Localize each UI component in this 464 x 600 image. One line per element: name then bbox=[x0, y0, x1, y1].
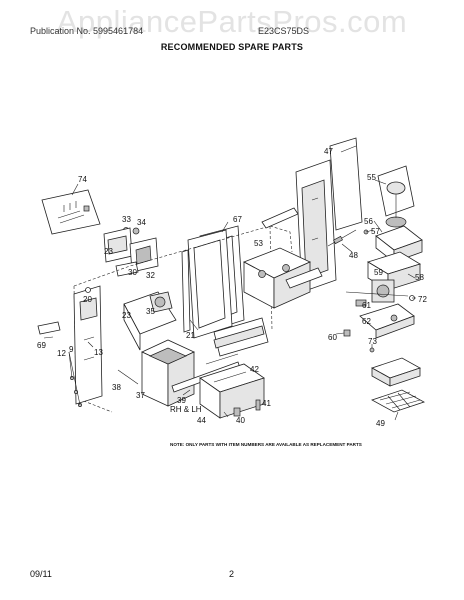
part-61-dispenser-lever[interactable] bbox=[345, 291, 415, 307]
callout-53: 53 bbox=[254, 239, 263, 248]
callout-34: 34 bbox=[137, 218, 146, 227]
part-23-blower-housing[interactable] bbox=[123, 291, 177, 351]
part-34-screw[interactable] bbox=[132, 227, 140, 235]
part-74-kit[interactable] bbox=[41, 189, 101, 235]
part-ice-chute[interactable] bbox=[261, 207, 299, 229]
callout-55: 55 bbox=[367, 173, 376, 182]
header-publication: Publication No. 5995461784 bbox=[30, 26, 144, 36]
footer-page-number: 2 bbox=[229, 569, 235, 579]
callout-12: 12 bbox=[57, 349, 66, 358]
callout-20: 20 bbox=[83, 295, 92, 304]
callout-48: 48 bbox=[349, 251, 358, 260]
part-20-clip[interactable] bbox=[85, 287, 91, 293]
part-49-grille[interactable] bbox=[371, 389, 425, 413]
callout-21: 21 bbox=[186, 331, 195, 340]
callout-59: 59 bbox=[374, 268, 383, 277]
part-40-clip[interactable] bbox=[233, 407, 241, 417]
replacement-parts-note: NOTE: ONLY PARTS WITH ITEM NUMBERS ARE A… bbox=[170, 442, 362, 447]
header-model: E23CS75DS bbox=[258, 26, 310, 36]
part-59-motor[interactable] bbox=[371, 279, 395, 303]
callout-61: 61 bbox=[362, 301, 371, 310]
part-21-panel[interactable] bbox=[181, 249, 191, 333]
callout-69: 69 bbox=[37, 341, 46, 350]
callout-67: 67 bbox=[233, 215, 242, 224]
part-44-freezer-basket[interactable] bbox=[199, 363, 265, 419]
part-67-door-frame[interactable] bbox=[187, 225, 245, 339]
callout-40: 40 bbox=[236, 416, 245, 425]
callout-37: 37 bbox=[136, 391, 145, 400]
part-drip-tray[interactable] bbox=[371, 357, 421, 387]
watermark: AppliancePartsPros.com bbox=[56, 4, 408, 39]
callout-47: 47 bbox=[324, 147, 333, 156]
callout-rh-lh: RH & LH bbox=[170, 405, 202, 414]
callout-23b: 23 bbox=[122, 311, 131, 320]
callout-42: 42 bbox=[250, 365, 259, 374]
part-47-evaporator-cover[interactable] bbox=[295, 137, 363, 293]
part-53-ice-maker[interactable] bbox=[243, 247, 323, 309]
callout-44: 44 bbox=[197, 416, 206, 425]
callout-60: 60 bbox=[328, 333, 337, 342]
callout-41: 41 bbox=[262, 399, 271, 408]
callout-49: 49 bbox=[376, 419, 385, 428]
callout-58: 58 bbox=[415, 273, 424, 282]
part-60-switch[interactable] bbox=[343, 329, 351, 337]
callout-73: 73 bbox=[368, 337, 377, 346]
callout-62: 62 bbox=[362, 317, 371, 326]
part-73-screw[interactable] bbox=[369, 347, 375, 353]
footer-date: 09/11 bbox=[30, 569, 52, 579]
callout-39: 39 bbox=[177, 396, 186, 405]
page-title: RECOMMENDED SPARE PARTS bbox=[160, 42, 304, 52]
part-48-fill-tube[interactable] bbox=[327, 229, 357, 247]
part-55-auger-motor[interactable] bbox=[377, 165, 415, 228]
part-9-side-panel[interactable] bbox=[73, 285, 103, 405]
callout-33: 33 bbox=[122, 215, 131, 224]
part-38-rod[interactable] bbox=[117, 369, 139, 385]
callout-38: 38 bbox=[112, 383, 121, 392]
part-41-clip[interactable] bbox=[255, 399, 261, 411]
callout-56: 56 bbox=[364, 217, 373, 226]
callout-74: 74 bbox=[78, 175, 87, 184]
callout-35: 35 bbox=[146, 307, 155, 316]
part-69-bracket[interactable] bbox=[37, 321, 61, 335]
callout-32: 32 bbox=[146, 271, 155, 280]
part-62-dispenser-bracket[interactable] bbox=[359, 303, 415, 339]
callout-23: 23 bbox=[104, 247, 113, 256]
callout-9: 9 bbox=[69, 345, 74, 354]
callout-13: 13 bbox=[94, 348, 103, 357]
callout-30: 30 bbox=[128, 268, 137, 277]
callout-72: 72 bbox=[418, 295, 427, 304]
part-37-drawer-box[interactable] bbox=[141, 339, 195, 407]
callout-57: 57 bbox=[371, 227, 380, 236]
